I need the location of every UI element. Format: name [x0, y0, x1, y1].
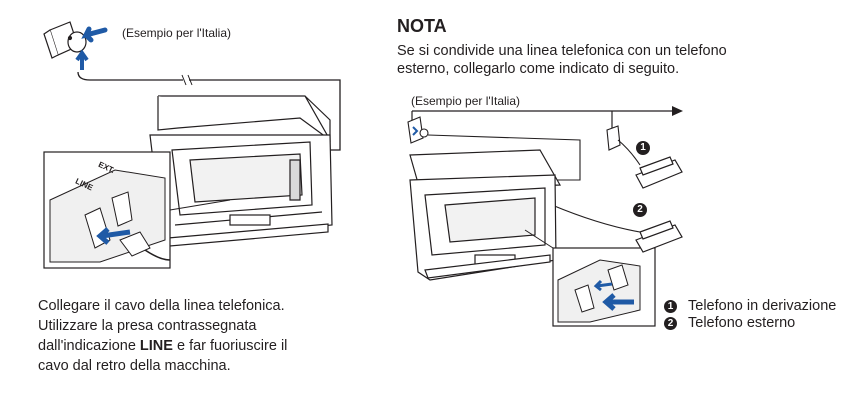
port-zoom-box: [43, 151, 231, 269]
right-example-caption: (Esempio per l'Italia): [411, 94, 520, 108]
wall-socket-icon: [43, 21, 87, 59]
nota-text-line: esterno, collegarlo come indicato di seg…: [397, 61, 680, 77]
callout-2-icon: [633, 203, 647, 217]
callout-1-label: 1: [640, 142, 646, 153]
plug-arrow-icon: [602, 293, 634, 311]
instruction-text: Collegare il cavo della linea telefonica…: [38, 296, 358, 376]
line-arrow-icon: [672, 106, 683, 116]
legend: 1 Telefono in derivazione 2 Telefono est…: [664, 298, 836, 332]
legend-label: Telefono esterno: [688, 315, 796, 331]
up-arrow-icon: [75, 49, 89, 70]
legend-item: 2 Telefono esterno: [664, 315, 836, 332]
instruction-text-part: e far fuoriuscire il: [172, 338, 288, 354]
external-phone-icon: [635, 220, 683, 253]
instruction-line: cavo dal retro della macchina.: [38, 358, 231, 374]
plug-arrow-icon: [96, 227, 131, 245]
nota-text-line: Se si condivide una linea telefonica con…: [397, 43, 727, 59]
instruction-text-part: dall'indicazione: [38, 338, 140, 354]
callout-2-label: 2: [637, 204, 643, 215]
instruction-line: dall'indicazione LINE e far fuoriuscire …: [38, 336, 358, 356]
extension-phone-icon: [635, 156, 683, 189]
port-zoom-box: [524, 229, 656, 327]
printer-illustration: [409, 149, 562, 281]
legend-number: 2: [664, 317, 677, 330]
legend-number: 1: [664, 300, 677, 313]
callout-1-icon: [636, 141, 650, 155]
nota-text: Se si condivide una linea telefonica con…: [397, 42, 777, 78]
legend-item: 1 Telefono in derivazione: [664, 298, 836, 315]
line-keyword: LINE: [139, 338, 173, 354]
instruction-line: Collegare il cavo della linea telefonica…: [38, 298, 285, 314]
legend-label: Telefono in derivazione: [688, 298, 837, 314]
instruction-line: Utilizzare la presa contrassegnata: [38, 318, 257, 334]
plug-arrow-icon: [593, 279, 613, 292]
nota-title: NOTA: [397, 16, 447, 36]
printer-illustration: [149, 95, 333, 247]
insert-arrow-icon: [81, 26, 108, 43]
left-example-caption: (Esempio per l'Italia): [122, 26, 231, 40]
wall-socket-icon: [606, 125, 621, 151]
